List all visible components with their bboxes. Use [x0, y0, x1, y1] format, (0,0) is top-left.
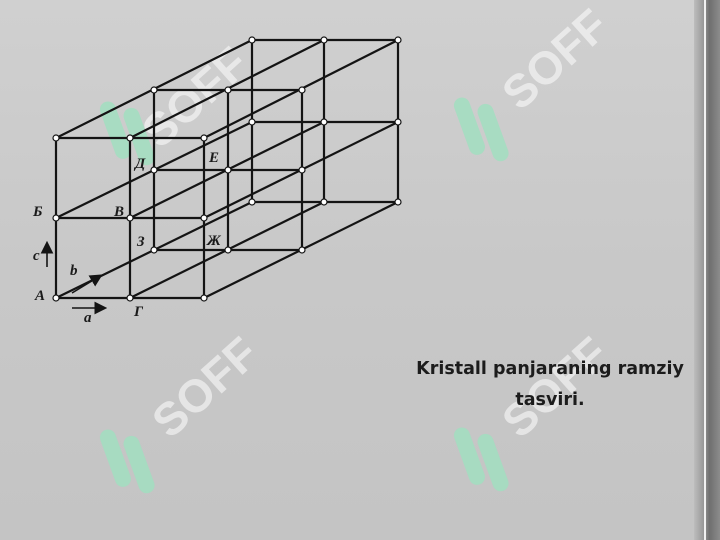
vertex-label-E: Е [208, 150, 219, 166]
axis-label-b: b [70, 263, 78, 279]
watermark-text: SOFF [142, 327, 268, 448]
watermark-text: SOFF [492, 0, 618, 119]
watermark-logo-icon [99, 429, 155, 494]
watermark-logo-icon [453, 427, 509, 492]
axis-b-arrow [71, 274, 103, 294]
axis-label-a: a [84, 310, 92, 326]
vertex-label-D: Д [133, 156, 146, 172]
watermark-bottom-left: SOFF [99, 327, 268, 494]
vertex-label-G: Г [133, 304, 144, 320]
watermark-logo-icon [453, 97, 509, 162]
watermark-text: SOFF [132, 37, 258, 158]
vertex-label-B: Б [32, 204, 43, 220]
axis-arrows [40, 240, 108, 315]
vertex-label-A: А [34, 288, 45, 304]
lattice-nodes [52, 36, 402, 302]
slide-edge-strip [694, 0, 720, 540]
diagram-caption: Kristall panjaraning ramziy tasviri. [380, 354, 720, 416]
vertex-label-Zh: Ж [206, 233, 222, 249]
vertex-label-V: В [113, 204, 124, 220]
caption-line-2: tasviri. [515, 390, 585, 410]
slide-edge-line [704, 0, 706, 540]
watermark-top-right: SOFF [453, 0, 618, 162]
axis-label-c: c [33, 248, 40, 264]
caption-line-1: Kristall panjaraning ramziy [416, 359, 684, 379]
watermark-logo-icon [99, 101, 155, 166]
vertex-label-Z: З [136, 234, 145, 250]
